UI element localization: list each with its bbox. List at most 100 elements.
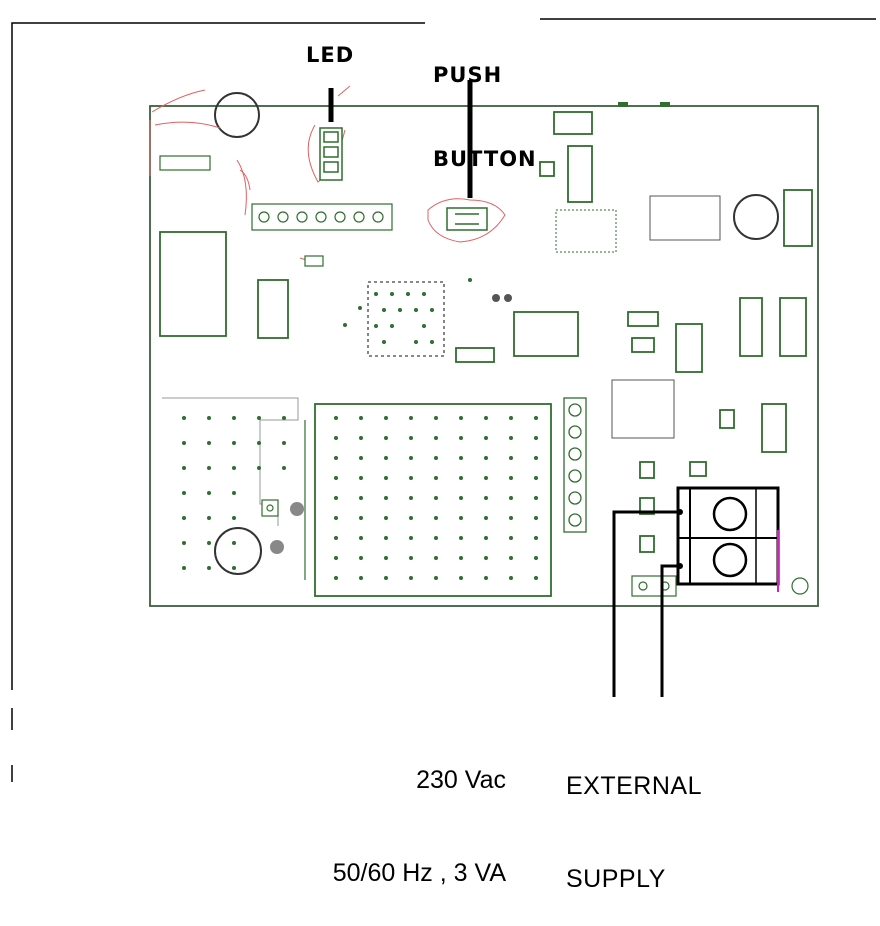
via-dot [409,496,413,500]
push-button-label-line1: PUSH [433,63,503,87]
via-dot [434,516,438,520]
wiring-diagram [11,18,876,782]
via-dot [384,416,388,420]
via-dot [509,456,513,460]
via-dot [384,436,388,440]
via-dot [207,466,211,470]
via-dot [484,516,488,520]
via-dot [534,416,538,420]
via-dot [359,416,363,420]
via-dot [384,476,388,480]
pin-header [251,203,393,231]
via-dot [534,516,538,520]
via-dot [182,466,186,470]
via-dot [257,441,261,445]
board-circles [214,92,779,575]
via-dot [232,466,236,470]
via-dot [384,456,388,460]
terminal-block [676,486,780,592]
via-dot [509,436,513,440]
via-dot [257,416,261,420]
via-dot [384,496,388,500]
via-dot [334,496,338,500]
via-dot [509,516,513,520]
via-dot [409,576,413,580]
via-dot [534,496,538,500]
via-dot [534,476,538,480]
via-dot [459,436,463,440]
via-dot [257,466,261,470]
via-dot [359,516,363,520]
via-dot [207,416,211,420]
via-dot [232,566,236,570]
via-dot [334,556,338,560]
enclosure-frame [11,18,876,782]
via-dot [434,416,438,420]
via-dot [409,416,413,420]
via-dot [459,476,463,480]
via-dot [334,436,338,440]
via-dot [182,516,186,520]
via-dot [232,416,236,420]
via-dot [207,491,211,495]
via-dot [509,576,513,580]
led-label: LED [306,43,355,67]
via-dot [232,441,236,445]
via-dot [182,541,186,545]
via-dot [384,516,388,520]
via-dot [434,556,438,560]
via-dot [484,476,488,480]
via-dot [509,536,513,540]
via-dot [384,576,388,580]
via-dot [409,436,413,440]
via-dot [334,536,338,540]
via-dot [509,556,513,560]
bottom-pads [631,575,809,597]
via-dot [509,476,513,480]
via-dot [434,476,438,480]
via-dot [484,576,488,580]
via-dot [359,436,363,440]
via-dot [434,496,438,500]
via-dot [359,536,363,540]
via-dot [459,496,463,500]
via-dot [384,536,388,540]
via-dot [434,576,438,580]
via-dot [534,536,538,540]
via-dot [334,476,338,480]
via-dot [359,576,363,580]
via-dot [232,491,236,495]
via-dot [207,566,211,570]
via-dot [484,456,488,460]
external-supply-line2: SUPPLY [566,865,666,893]
via-dot [232,541,236,545]
mounting-posts [270,502,304,554]
push-button-label: PUSH BUTTON [433,5,537,201]
via-dot [334,456,338,460]
via-dot [534,456,538,460]
via-dot [282,441,286,445]
via-dot [359,556,363,560]
via-dot [182,491,186,495]
via-dot [459,536,463,540]
via-dot [434,536,438,540]
via-dot [484,496,488,500]
via-dot [182,566,186,570]
led-column [319,127,343,181]
via-dot [534,436,538,440]
via-dot [459,456,463,460]
push-button-label-line2: BUTTON [433,147,537,171]
via-dot [207,516,211,520]
via-dot [484,436,488,440]
via-dot [459,516,463,520]
via-dot [534,576,538,580]
via-dot [232,516,236,520]
small-connector [261,499,279,517]
via-dot [459,416,463,420]
via-dot [182,441,186,445]
via-dot [434,436,438,440]
via-dot [359,476,363,480]
push-button-footprint [446,207,488,231]
wire-junctions [677,509,683,569]
via-dot [509,416,513,420]
